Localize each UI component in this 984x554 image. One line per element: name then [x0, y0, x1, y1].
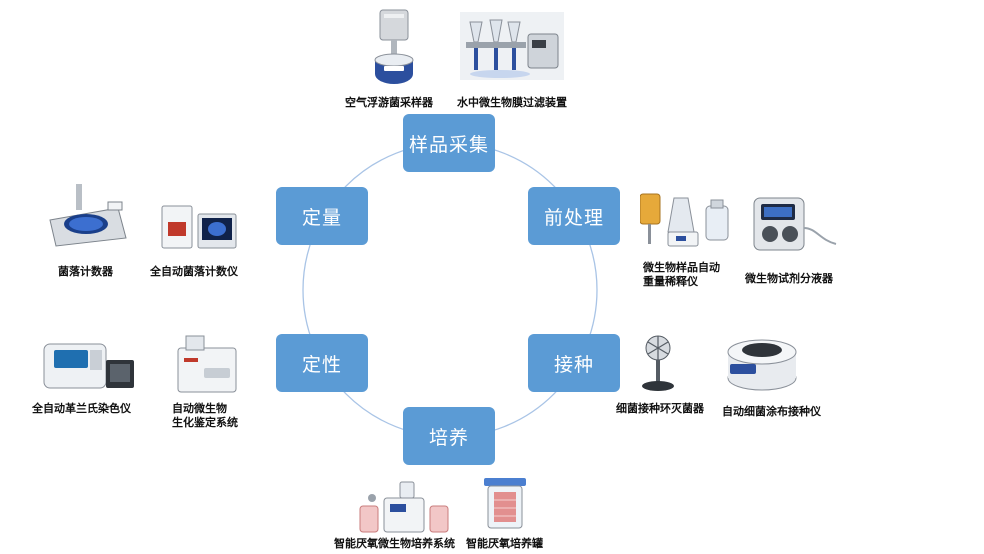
label-water-filter: 水中微生物膜过滤装置	[457, 96, 567, 109]
auto-spreader-image	[727, 339, 797, 391]
gram-stainer-image	[43, 343, 134, 389]
label-identifier-line1: 自动微生物	[172, 402, 227, 415]
label-dilutor-line1: 微生物样品自动	[643, 261, 720, 274]
reagent-dispenser-image	[753, 197, 837, 251]
stage-inoculation[interactable]: 接种	[528, 334, 620, 392]
stage-qualitative[interactable]: 定性	[276, 334, 368, 392]
auto-colony-counter-image	[161, 205, 237, 249]
loop-sterilizer-image	[642, 335, 674, 391]
label-identifier-line2: 生化鉴定系统	[172, 416, 238, 429]
label-dilutor-line2: 重量稀释仪	[643, 275, 698, 288]
label-air-sampler: 空气浮游菌采样器	[345, 96, 433, 109]
identifier-image	[177, 335, 237, 393]
stage-culture[interactable]: 培养	[403, 407, 495, 465]
anaerobic-system-image	[359, 481, 449, 533]
label-gram-stainer: 全自动革兰氏染色仪	[32, 402, 131, 415]
anaerobic-jar-image	[484, 478, 526, 529]
water-filter-image	[460, 12, 564, 80]
stage-sampling[interactable]: 样品采集	[403, 114, 495, 172]
label-auto-colony-counter: 全自动菌落计数仪	[150, 265, 238, 278]
colony-counter-image	[49, 184, 127, 247]
air-sampler-image	[374, 9, 414, 84]
stage-quantitative[interactable]: 定量	[276, 187, 368, 245]
label-colony-counter: 菌落计数器	[58, 265, 113, 278]
label-spreader: 自动细菌涂布接种仪	[722, 405, 821, 418]
sample-dilutor-image	[640, 193, 729, 247]
label-dispenser: 微生物试剂分液器	[745, 272, 833, 285]
label-anaerobic-system: 智能厌氧微生物培养系统	[334, 537, 455, 550]
label-sterilizer: 细菌接种环灭菌器	[616, 402, 704, 415]
stage-preprocess[interactable]: 前处理	[528, 187, 620, 245]
label-anaerobic-jar: 智能厌氧培养罐	[466, 537, 543, 550]
